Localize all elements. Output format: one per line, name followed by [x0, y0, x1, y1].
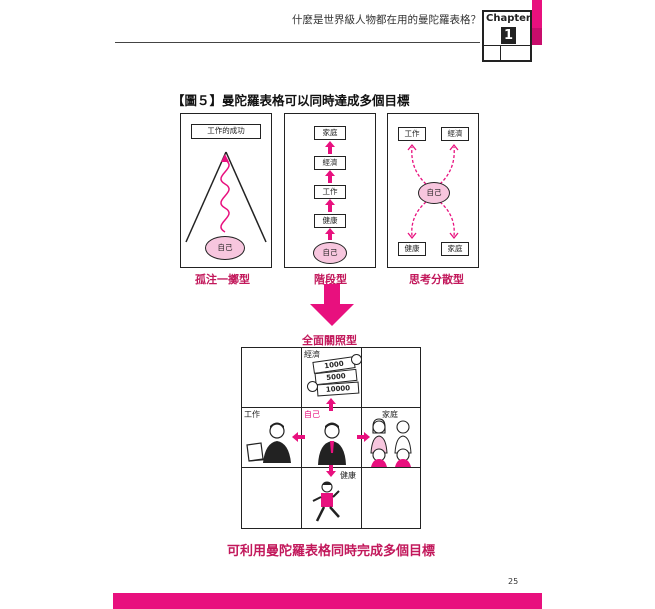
node-health: 健康 — [398, 242, 426, 256]
grid-cell — [241, 347, 302, 408]
chapter-tab-accent — [532, 0, 542, 45]
page-number: 25 — [508, 577, 519, 586]
node-family: 家庭 — [441, 242, 469, 256]
grid-cell — [361, 467, 421, 529]
step-work: 工作 — [314, 185, 346, 199]
panel-all-in: 工作的成功 自己 — [180, 113, 272, 268]
dashed-paths — [407, 143, 459, 240]
grid-cell — [241, 467, 302, 529]
label-self: 自己 — [304, 410, 320, 419]
footer-bar — [113, 593, 542, 609]
label-work: 工作 — [244, 410, 260, 419]
running-title: 什麼是世界級人物都在用的曼陀羅表格？ — [292, 14, 481, 26]
node-work: 工作 — [398, 127, 426, 141]
grid-title: 全面關照型 — [302, 334, 357, 347]
family-icon — [370, 418, 412, 467]
header-rule — [115, 42, 480, 43]
step-arrows — [325, 141, 335, 240]
step-economy: 經濟 — [314, 156, 346, 170]
self-ellipse: 自己 — [418, 182, 450, 204]
chapter-badge-divider — [484, 45, 530, 46]
mandala-grid: 經濟 工作 自己 家庭 健康 1000 5000 10000 — [241, 347, 421, 529]
self-ellipse: 自己 — [313, 242, 347, 264]
goal-box-work-success: 工作的成功 — [191, 124, 261, 139]
caption-stepwise: 階段型 — [314, 273, 347, 286]
self-person-icon — [318, 422, 346, 465]
label-family: 家庭 — [382, 410, 398, 419]
label-economy: 經濟 — [304, 350, 320, 359]
chapter-word: Chapter — [486, 13, 531, 24]
coin-icon — [307, 381, 318, 392]
down-arrow-icon — [310, 284, 354, 326]
coin-icon — [351, 354, 362, 365]
step-health: 健康 — [314, 214, 346, 228]
panel-stepwise: 家庭 經濟 工作 健康 自己 — [284, 113, 376, 268]
mountain-lines — [185, 151, 267, 243]
label-health: 健康 — [340, 471, 356, 480]
step-family: 家庭 — [314, 126, 346, 140]
figure-title: 【圖５】曼陀羅表格可以同時達成多個目標 — [172, 93, 410, 108]
bottom-caption: 可利用曼陀羅表格同時完成多個目標 — [227, 544, 436, 559]
center-arrows — [292, 398, 370, 477]
panel-scattered: 工作 經濟 健康 家庭 自己 — [387, 113, 479, 268]
caption-scattered: 思考分散型 — [409, 273, 464, 286]
node-economy: 經濟 — [441, 127, 469, 141]
chapter-tab-accent-dark — [532, 28, 542, 45]
caption-all-in: 孤注一擲型 — [195, 273, 250, 286]
person-laptop-icon — [246, 422, 291, 463]
runner-icon — [312, 481, 340, 522]
chapter-badge-divider-v — [500, 45, 501, 60]
self-ellipse: 自己 — [205, 236, 245, 260]
chapter-number: 1 — [501, 27, 516, 44]
